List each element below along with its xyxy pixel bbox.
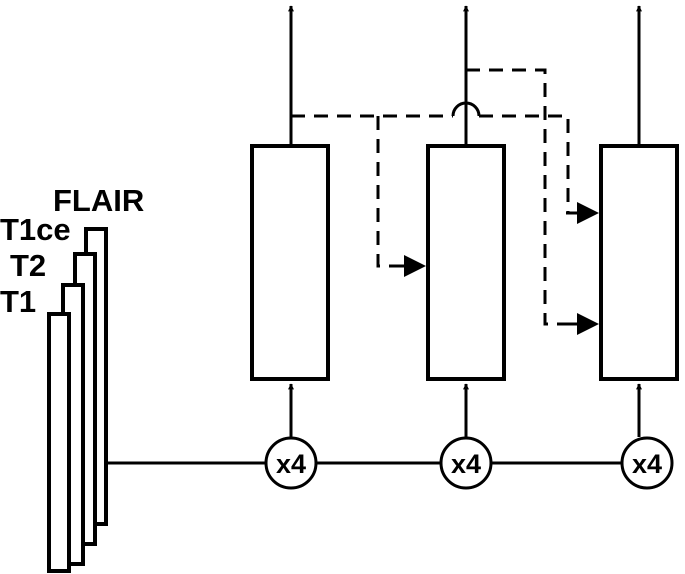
block-3 [599, 5, 679, 437]
block-1 [250, 5, 330, 437]
operator-2-circle [439, 436, 493, 490]
modality-label-t2: T2 [10, 248, 46, 283]
block-3-body [599, 144, 679, 381]
skip-2-to-3 [466, 68, 575, 326]
operator-1-circle [264, 436, 318, 490]
modality-label-t1ce: T1ce [0, 212, 71, 247]
block-2-body [426, 144, 506, 381]
skip-arrowhead-block-3-lower [577, 313, 599, 335]
skip-1-to-2-drop [376, 116, 402, 268]
operator-3: x4 [620, 436, 674, 490]
skip-arrowhead-block-2 [404, 255, 426, 277]
operator-2: x4 [439, 436, 493, 490]
block-1-body [250, 144, 330, 381]
operator-1: x4 [264, 436, 318, 490]
operator-3-circle [620, 436, 674, 490]
skip-arrowhead-block-3-upper [577, 202, 599, 224]
skip-1-to-2-hop [451, 101, 481, 117]
modality-label-flair: FLAIR [53, 183, 144, 218]
input-modality-stack [47, 227, 108, 573]
operator-2-label: x4 [451, 449, 481, 479]
skip-1-to-3-upper [479, 114, 570, 213]
t1-slice [47, 312, 71, 573]
modality-label-t1: T1 [0, 284, 36, 319]
operator-3-label: x4 [632, 449, 662, 479]
operator-1-label: x4 [276, 449, 306, 479]
block-2 [426, 5, 506, 437]
